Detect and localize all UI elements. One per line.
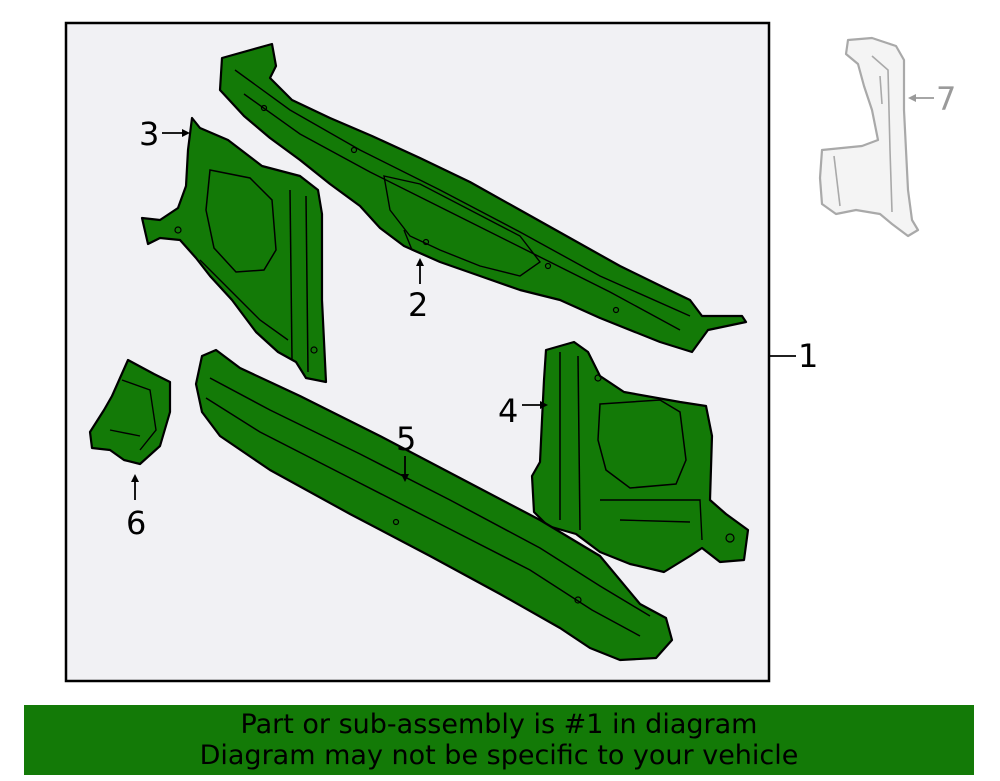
diagram-frame xyxy=(64,21,771,683)
callout-number-5: 5 xyxy=(396,420,416,458)
callout-number-3: 3 xyxy=(139,115,159,153)
part-left-side-support[interactable] xyxy=(140,116,328,384)
part-small-bracket[interactable] xyxy=(88,358,172,466)
part-upper-support[interactable] xyxy=(218,42,748,354)
notice-banner: Part or sub-assembly is #1 in diagram Di… xyxy=(24,705,974,775)
callout-number-6: 6 xyxy=(126,504,146,542)
part-lower-support[interactable] xyxy=(194,348,674,662)
callout-number-7: 7 xyxy=(936,80,956,118)
callout-leaders xyxy=(131,129,796,500)
callout-leader-grey xyxy=(908,94,934,102)
callout-number-2: 2 xyxy=(408,286,428,324)
callout-number-4: 4 xyxy=(498,392,518,430)
callout-number-1: 1 xyxy=(798,337,818,375)
part-right-side-support[interactable] xyxy=(530,340,750,574)
notice-line-2: Diagram may not be specific to your vehi… xyxy=(199,740,799,771)
part-sub-bracket xyxy=(818,36,920,238)
notice-line-1: Part or sub-assembly is #1 in diagram xyxy=(240,709,758,740)
